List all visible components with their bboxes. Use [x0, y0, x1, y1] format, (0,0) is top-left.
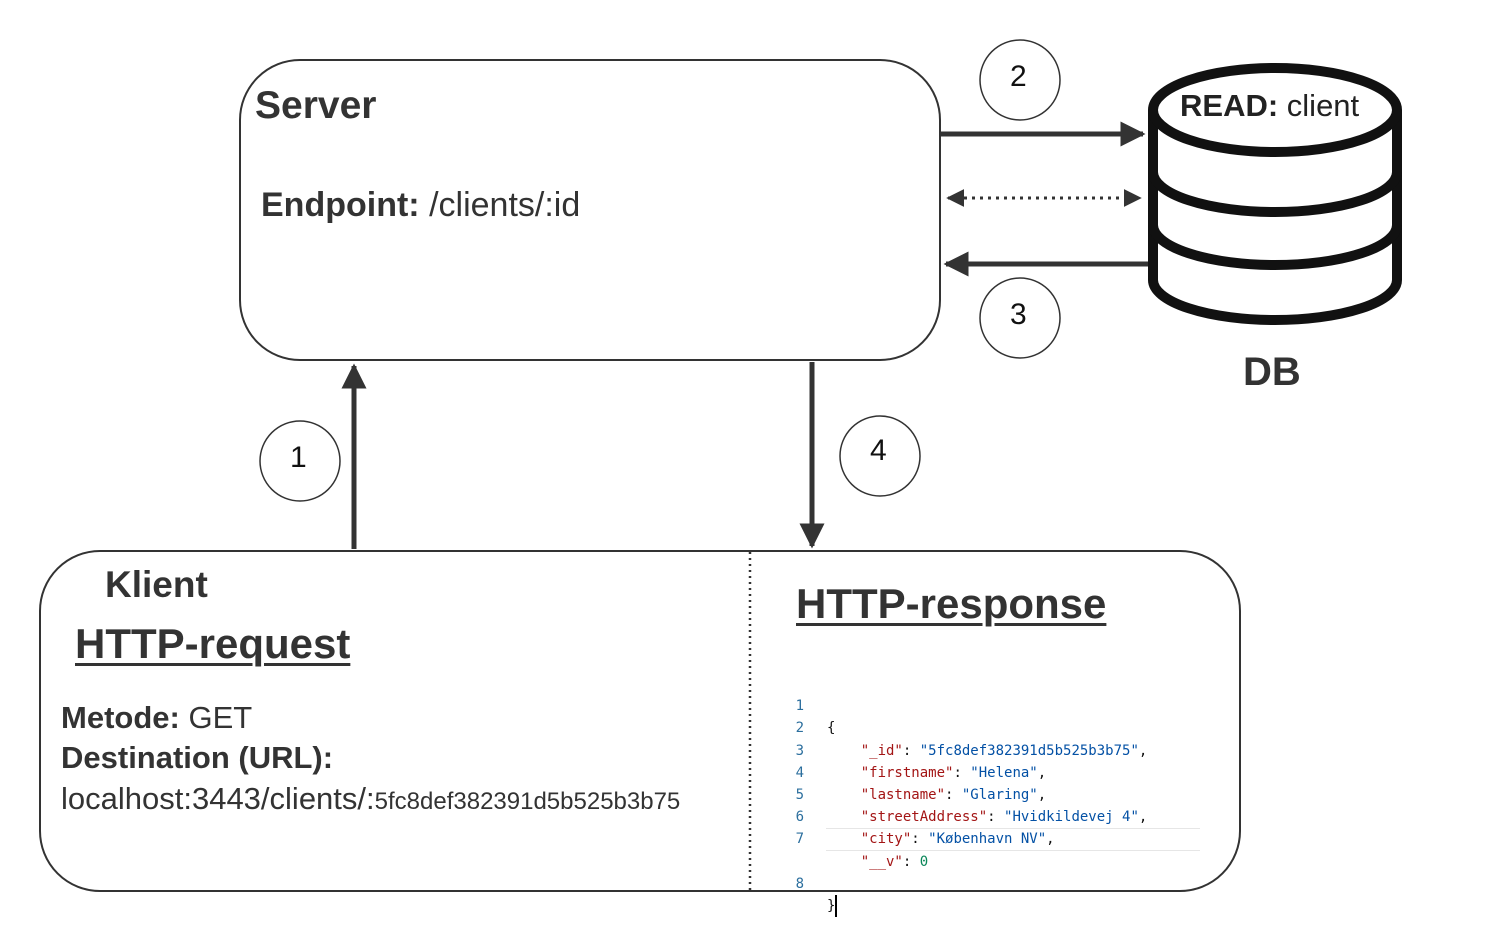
json-key: "streetAddress" [860, 809, 988, 826]
json-key: "__v" [860, 853, 903, 870]
step-circle-2 [979, 39, 1061, 121]
code-line-current: 8 } [790, 828, 1200, 918]
endpoint-value: /clients/:id [429, 186, 581, 224]
json-value: 0 [919, 853, 929, 870]
db-caption: DB [1243, 350, 1301, 394]
code-line: 5 "streetAddress": "Hvidkildevej 4", [790, 762, 1200, 825]
current-line-highlight [826, 828, 1200, 851]
line-number: 1 [795, 698, 804, 715]
server-title: Server [255, 84, 377, 127]
db-read-label: READ: [1180, 88, 1279, 123]
request-heading: HTTP-request [75, 620, 351, 667]
line-number: 8 [795, 875, 804, 892]
method-label: Metode: [61, 700, 180, 735]
url-id: 5fc8def382391d5b525b3b75 [374, 788, 681, 815]
client-box [39, 550, 1241, 892]
json-close-brace: } [827, 894, 838, 918]
method-value: GET [188, 700, 253, 735]
request-method: Metode: GET [61, 700, 252, 736]
json-key: "firstname" [860, 764, 954, 781]
step-circle-1 [259, 420, 341, 502]
json-key: "_id" [860, 742, 903, 759]
code-line: 2 "_id": "5fc8def382391d5b525b3b75", [790, 695, 1200, 758]
request-url: localhost:3443/clients/:5fc8def382391d5b… [61, 781, 680, 817]
endpoint-label: Endpoint: [261, 186, 420, 224]
json-key: "city" [860, 831, 912, 848]
json-value: "Helena" [970, 764, 1038, 781]
url-base: localhost:3443/clients/: [61, 781, 375, 816]
json-value: "Hvidkildevej 4" [1004, 809, 1139, 826]
code-line: 1 { [790, 673, 1200, 736]
step-number-2: 2 [1010, 60, 1027, 93]
json-open-brace: { [827, 720, 836, 737]
line-number: 6 [795, 809, 804, 826]
line-number: 3 [795, 742, 804, 759]
response-code-block: 1 { 2 "_id": "5fc8def382391d5b525b3b75",… [790, 673, 1200, 918]
code-line: 6 "city": "København NV", [790, 784, 1200, 847]
json-key: "lastname" [860, 786, 946, 803]
code-line: 7 "__v": 0 [790, 806, 1200, 869]
step-number-3: 3 [1010, 298, 1027, 331]
step-circle-3 [979, 277, 1061, 359]
destination-label: Destination (URL): [61, 740, 334, 775]
json-value: "5fc8def382391d5b525b3b75" [919, 742, 1139, 759]
step-circle-4 [839, 415, 921, 497]
database-icon [1148, 63, 1402, 325]
code-line: 4 "lastname": "Glaring", [790, 740, 1200, 803]
step-number-4: 4 [870, 434, 887, 467]
server-box [239, 59, 941, 361]
db-read-value: client [1286, 88, 1360, 123]
db-read-operation: READ: client [1180, 88, 1359, 124]
line-number: 5 [795, 786, 804, 803]
server-endpoint: Endpoint: /clients/:id [261, 186, 580, 225]
response-heading: HTTP-response [796, 580, 1107, 627]
json-value: "Glaring" [961, 786, 1038, 803]
line-number: 2 [795, 720, 804, 737]
line-number: 4 [795, 764, 804, 781]
line-number: 7 [795, 831, 804, 848]
step-number-1: 1 [290, 441, 307, 474]
code-line: 3 "firstname": "Helena", [790, 717, 1200, 781]
json-value: "København NV" [928, 831, 1047, 848]
client-title: Klient [105, 564, 208, 605]
